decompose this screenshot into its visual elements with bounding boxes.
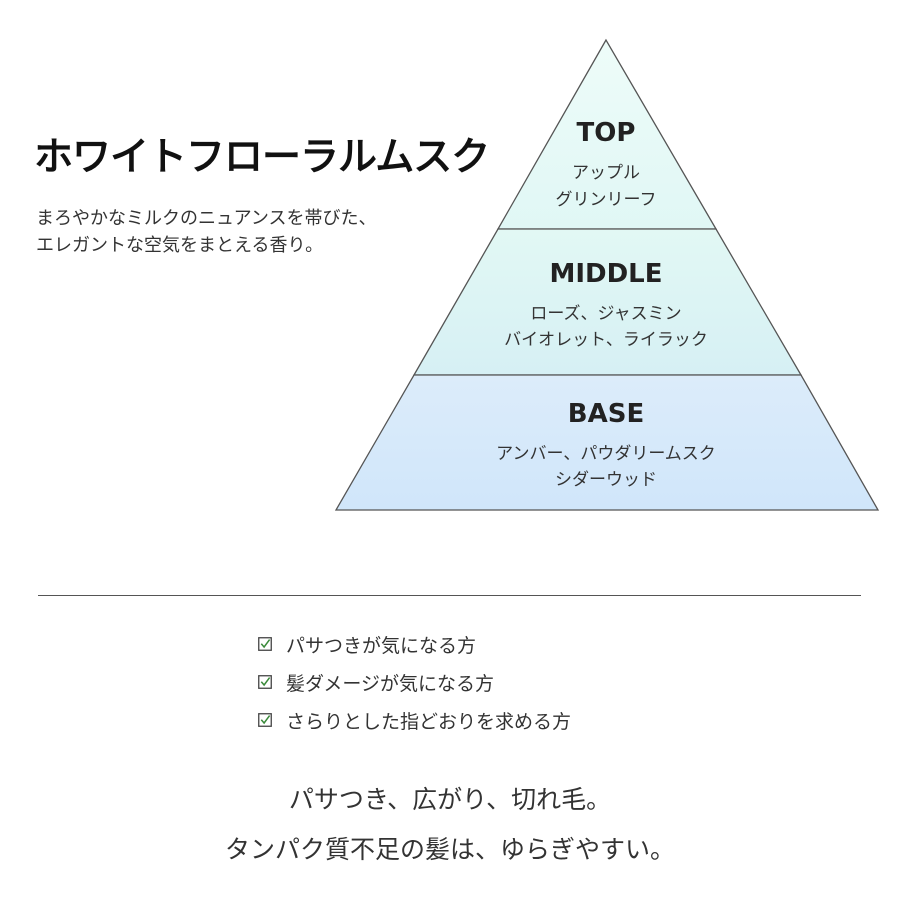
layer-heading-middle: MIDDLE [549, 259, 662, 289]
product-title: ホワイトフローラルムスク [34, 134, 490, 180]
checkbox-checked-icon [258, 637, 272, 651]
description-line: エレガントな空気をまとえる香り。 [36, 235, 324, 256]
pyramid-layer-base [334, 374, 880, 511]
product-description: まろやかなミルクのニュアンスを帯びた、 エレガントな空気をまとえる香り。 [36, 205, 377, 259]
layer-note: グリンリーフ [556, 190, 657, 210]
tagline-line: パサつき、広がり、切れ毛。 [288, 785, 612, 814]
layer-note: ローズ、ジャスミン [530, 304, 681, 324]
section-divider [38, 595, 861, 596]
layer-note: アップル [572, 163, 640, 183]
checklist-item-label: さらりとした指どおりを求める方 [286, 710, 572, 733]
layer-note: シダーウッド [555, 470, 657, 490]
fragrance-pyramid: TOP アップル グリンリーフ MIDDLE ローズ、ジャスミン バイオレット、… [334, 38, 880, 511]
pyramid-layer-middle [412, 228, 803, 376]
layer-heading-top: TOP [577, 118, 636, 148]
description-line: まろやかなミルクのニュアンスを帯びた、 [36, 208, 377, 229]
checklist-item: 髪ダメージが気になる方 [258, 663, 571, 701]
checklist-item: パサつきが気になる方 [258, 625, 571, 663]
layer-heading-base: BASE [568, 399, 644, 429]
checkbox-checked-icon [258, 675, 272, 689]
checklist-item: さらりとした指どおりを求める方 [258, 701, 571, 739]
layer-note: アンバー、パウダリームスク [496, 444, 716, 464]
recommend-checklist: パサつきが気になる方 髪ダメージが気になる方 さらりとした指どおりを求める方 [258, 625, 571, 739]
layer-note: バイオレット、ライラック [504, 330, 708, 350]
checkbox-checked-icon [258, 713, 272, 727]
tagline-line: タンパク質不足の髪は、ゆらぎやすい。 [224, 835, 675, 864]
checklist-item-label: 髪ダメージが気になる方 [286, 672, 495, 695]
checklist-item-label: パサつきが気になる方 [286, 634, 477, 657]
